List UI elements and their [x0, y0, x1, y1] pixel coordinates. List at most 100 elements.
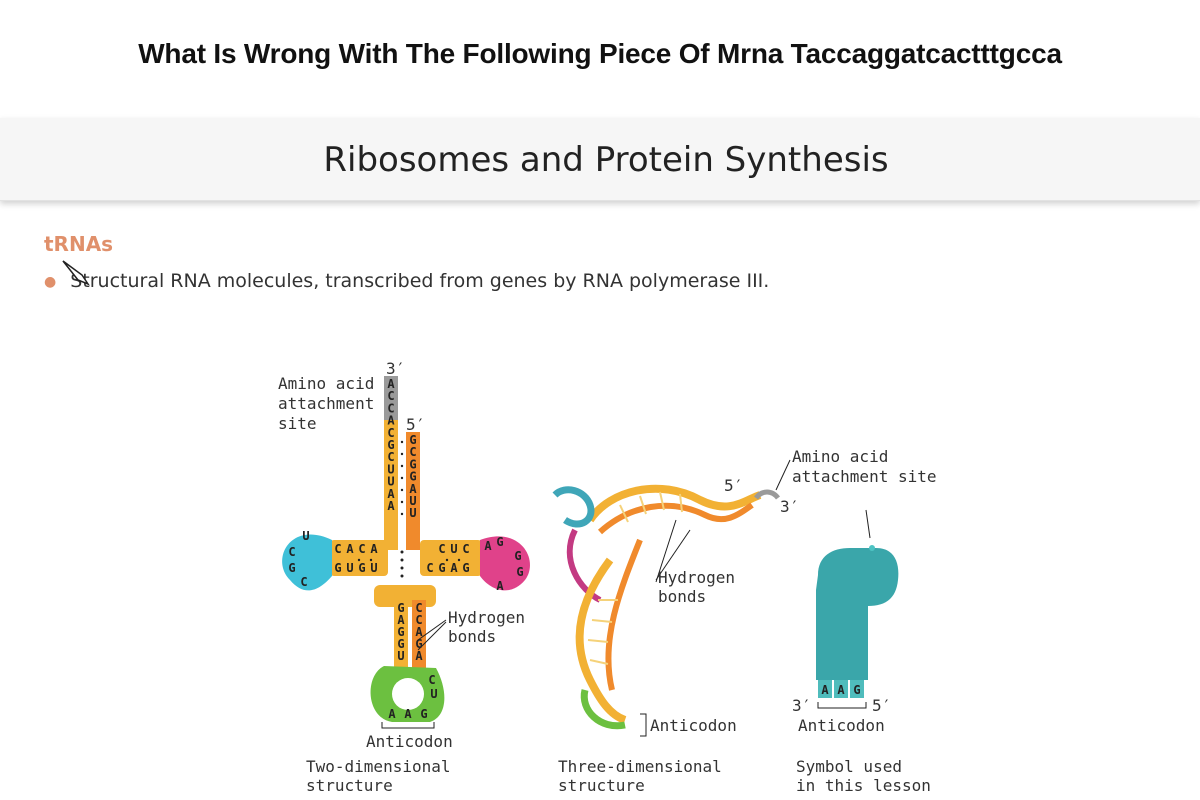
3d-helix-top-a — [586, 484, 762, 523]
anticodon-nucleotide: A — [404, 707, 412, 721]
nucleotide: A — [387, 377, 395, 391]
nucleotide: U — [397, 649, 404, 663]
2d-five-prime: 5′ — [406, 415, 425, 434]
3d-base-rungs — [587, 491, 683, 665]
nucleotide: A — [387, 499, 395, 513]
nucleotide: G — [387, 438, 394, 452]
nucleotide: A — [484, 539, 492, 553]
3d-anticodon-bracket — [640, 713, 647, 737]
nucleotide: A — [397, 613, 405, 627]
nucleotide: A — [415, 649, 423, 663]
nucleotide: U — [409, 494, 416, 508]
symbol-base: A — [837, 683, 845, 697]
symbol-caption-2: in this lesson — [796, 776, 931, 795]
anticodon-stem-right — [412, 600, 426, 670]
2d-anticodon-label: Anticodon — [366, 732, 453, 751]
nucleotide: G — [496, 535, 503, 549]
slide: Ribosomes and Protein Synthesis tRNAs ●S… — [0, 118, 1200, 800]
nucleotide: G — [397, 601, 404, 615]
nucleotide: G — [397, 625, 404, 639]
nucleotide: G — [288, 561, 295, 575]
nucleotide: U — [346, 561, 353, 575]
3d-hbond-label-2: bonds — [658, 587, 706, 606]
2d-amino-label-3: site — [278, 414, 317, 433]
3d-five-prime: 5′ — [724, 476, 743, 495]
symbol-body — [816, 548, 899, 680]
symbol-caption-1: Symbol used — [796, 757, 902, 776]
nucleotide: C — [387, 450, 394, 464]
3d-amino-label-2: attachment site — [792, 467, 937, 486]
2d-hbond-label-1: Hydrogen — [448, 608, 525, 627]
anticodon-nucleotide: A — [388, 707, 396, 721]
symbol-base-block — [834, 680, 848, 698]
symbol-bracket — [817, 702, 867, 709]
t-arm-stem — [420, 540, 482, 576]
nucleotide: C — [387, 389, 394, 403]
2d-hbond-pointer — [417, 619, 447, 641]
slide-header: Ribosomes and Protein Synthesis — [0, 118, 1200, 201]
nucleotide: G — [358, 561, 365, 575]
nucleotide: A — [415, 625, 423, 639]
nucleotide: A — [370, 542, 378, 556]
bullet-text: Structural RNA molecules, transcribed fr… — [70, 270, 770, 292]
nucleotide: U — [387, 475, 394, 489]
3d-hbond-pointer — [655, 529, 691, 581]
3d-d-loop — [552, 486, 595, 528]
3d-helix-bottom-a — [575, 557, 627, 724]
nucleotide: G — [438, 561, 445, 575]
t-loop — [480, 536, 530, 591]
acceptor-stem-3 — [384, 420, 398, 550]
nucleotide: C — [428, 673, 435, 687]
symbol-base-block — [850, 680, 864, 698]
nucleotide: A — [387, 414, 395, 428]
nucleotide: G — [514, 549, 521, 563]
2d-caption-2: structure — [306, 776, 393, 795]
slide-title: Ribosomes and Protein Synthesis — [323, 140, 889, 180]
anticodon-nucleotide: G — [420, 707, 427, 721]
3d-anticodon-label: Anticodon — [650, 716, 737, 735]
nucleotide: A — [450, 561, 458, 575]
symbol-three-prime: 3′ — [792, 696, 811, 715]
symbol-base-block — [818, 680, 832, 698]
3d-t-loop — [566, 528, 602, 603]
symbol-base: G — [853, 683, 860, 697]
nucleotide: A — [346, 542, 354, 556]
3d-hbond-label-1: Hydrogen — [658, 568, 735, 587]
d-arm-stem — [330, 540, 388, 576]
nucleotide: C — [462, 542, 469, 556]
3d-caption-2: structure — [558, 776, 645, 795]
nucleotide: G — [397, 637, 404, 651]
nucleotide: C — [358, 542, 365, 556]
nucleotide: C — [415, 613, 422, 627]
3d-anticodon-loop — [580, 689, 626, 730]
nucleotide: C — [415, 601, 422, 615]
nucleotide: C — [438, 542, 445, 556]
page-title: What Is Wrong With The Following Piece O… — [138, 38, 1062, 69]
nucleotide: A — [496, 579, 504, 593]
base-pair-dots — [357, 440, 461, 578]
nucleotide: G — [334, 561, 341, 575]
section-title: tRNAs — [44, 232, 114, 256]
3d-three-prime: 3′ — [780, 497, 799, 516]
3d-caption-1: Three-dimensional — [558, 757, 722, 776]
nucleotide: U — [409, 506, 416, 520]
3d-amino-label-1: Amino acid — [792, 447, 888, 466]
nucleotide: G — [415, 637, 422, 651]
nucleotide: C — [426, 561, 433, 575]
symbol-anticodon-label: Anticodon — [798, 716, 885, 735]
nucleotide: C — [300, 575, 307, 589]
2d-anticodon-bracket — [381, 722, 435, 729]
acceptor-tail — [384, 376, 398, 420]
pen-cursor-icon — [62, 260, 90, 286]
bullet-item: ●Structural RNA molecules, transcribed f… — [44, 270, 769, 292]
nucleotide: G — [409, 433, 416, 447]
nucleotide: A — [387, 487, 395, 501]
